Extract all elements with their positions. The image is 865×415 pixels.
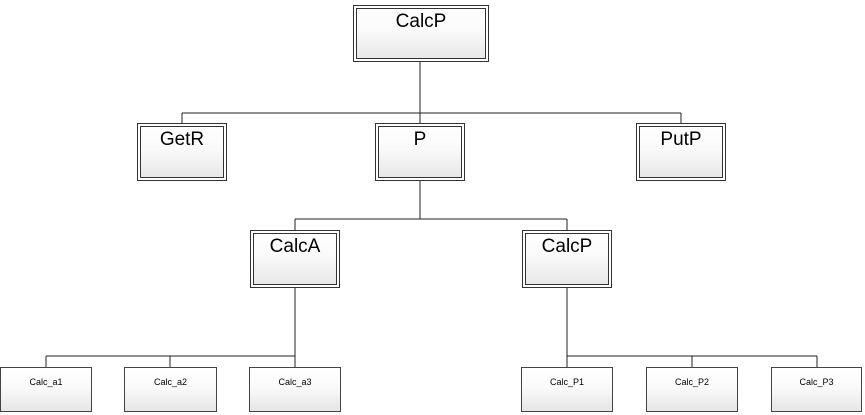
node-label: PutP: [660, 129, 702, 150]
node-label: Calc_a3: [278, 377, 312, 387]
node-label: CalcP: [395, 11, 447, 32]
node-label: Calc_P2: [674, 377, 710, 387]
node-label: P: [413, 129, 427, 150]
node-label: Calc_P1: [549, 377, 585, 387]
node-p[interactable]: P: [375, 123, 465, 181]
node-label: Calc_a1: [29, 377, 63, 387]
node-label: CalcP: [541, 236, 593, 257]
node-label: Calc_P3: [799, 377, 834, 387]
node-calc-a1[interactable]: Calc_a1: [0, 367, 92, 412]
node-putp[interactable]: PutP: [636, 123, 726, 181]
node-calca[interactable]: CalcA: [250, 230, 340, 288]
node-calc-p2[interactable]: Calc_P2: [646, 367, 738, 412]
node-calc-a2[interactable]: Calc_a2: [124, 367, 217, 412]
node-getr[interactable]: GetR: [137, 123, 227, 181]
node-label: GetR: [159, 129, 205, 150]
node-calc-a3[interactable]: Calc_a3: [249, 367, 341, 412]
node-calc-p3[interactable]: Calc_P3: [771, 367, 862, 412]
node-calcp-child[interactable]: CalcP: [522, 230, 612, 288]
node-calc-p1[interactable]: Calc_P1: [521, 367, 613, 412]
node-label: Calc_a2: [153, 377, 188, 387]
node-root-calcp[interactable]: CalcP: [353, 5, 489, 62]
node-label: CalcA: [269, 236, 321, 257]
